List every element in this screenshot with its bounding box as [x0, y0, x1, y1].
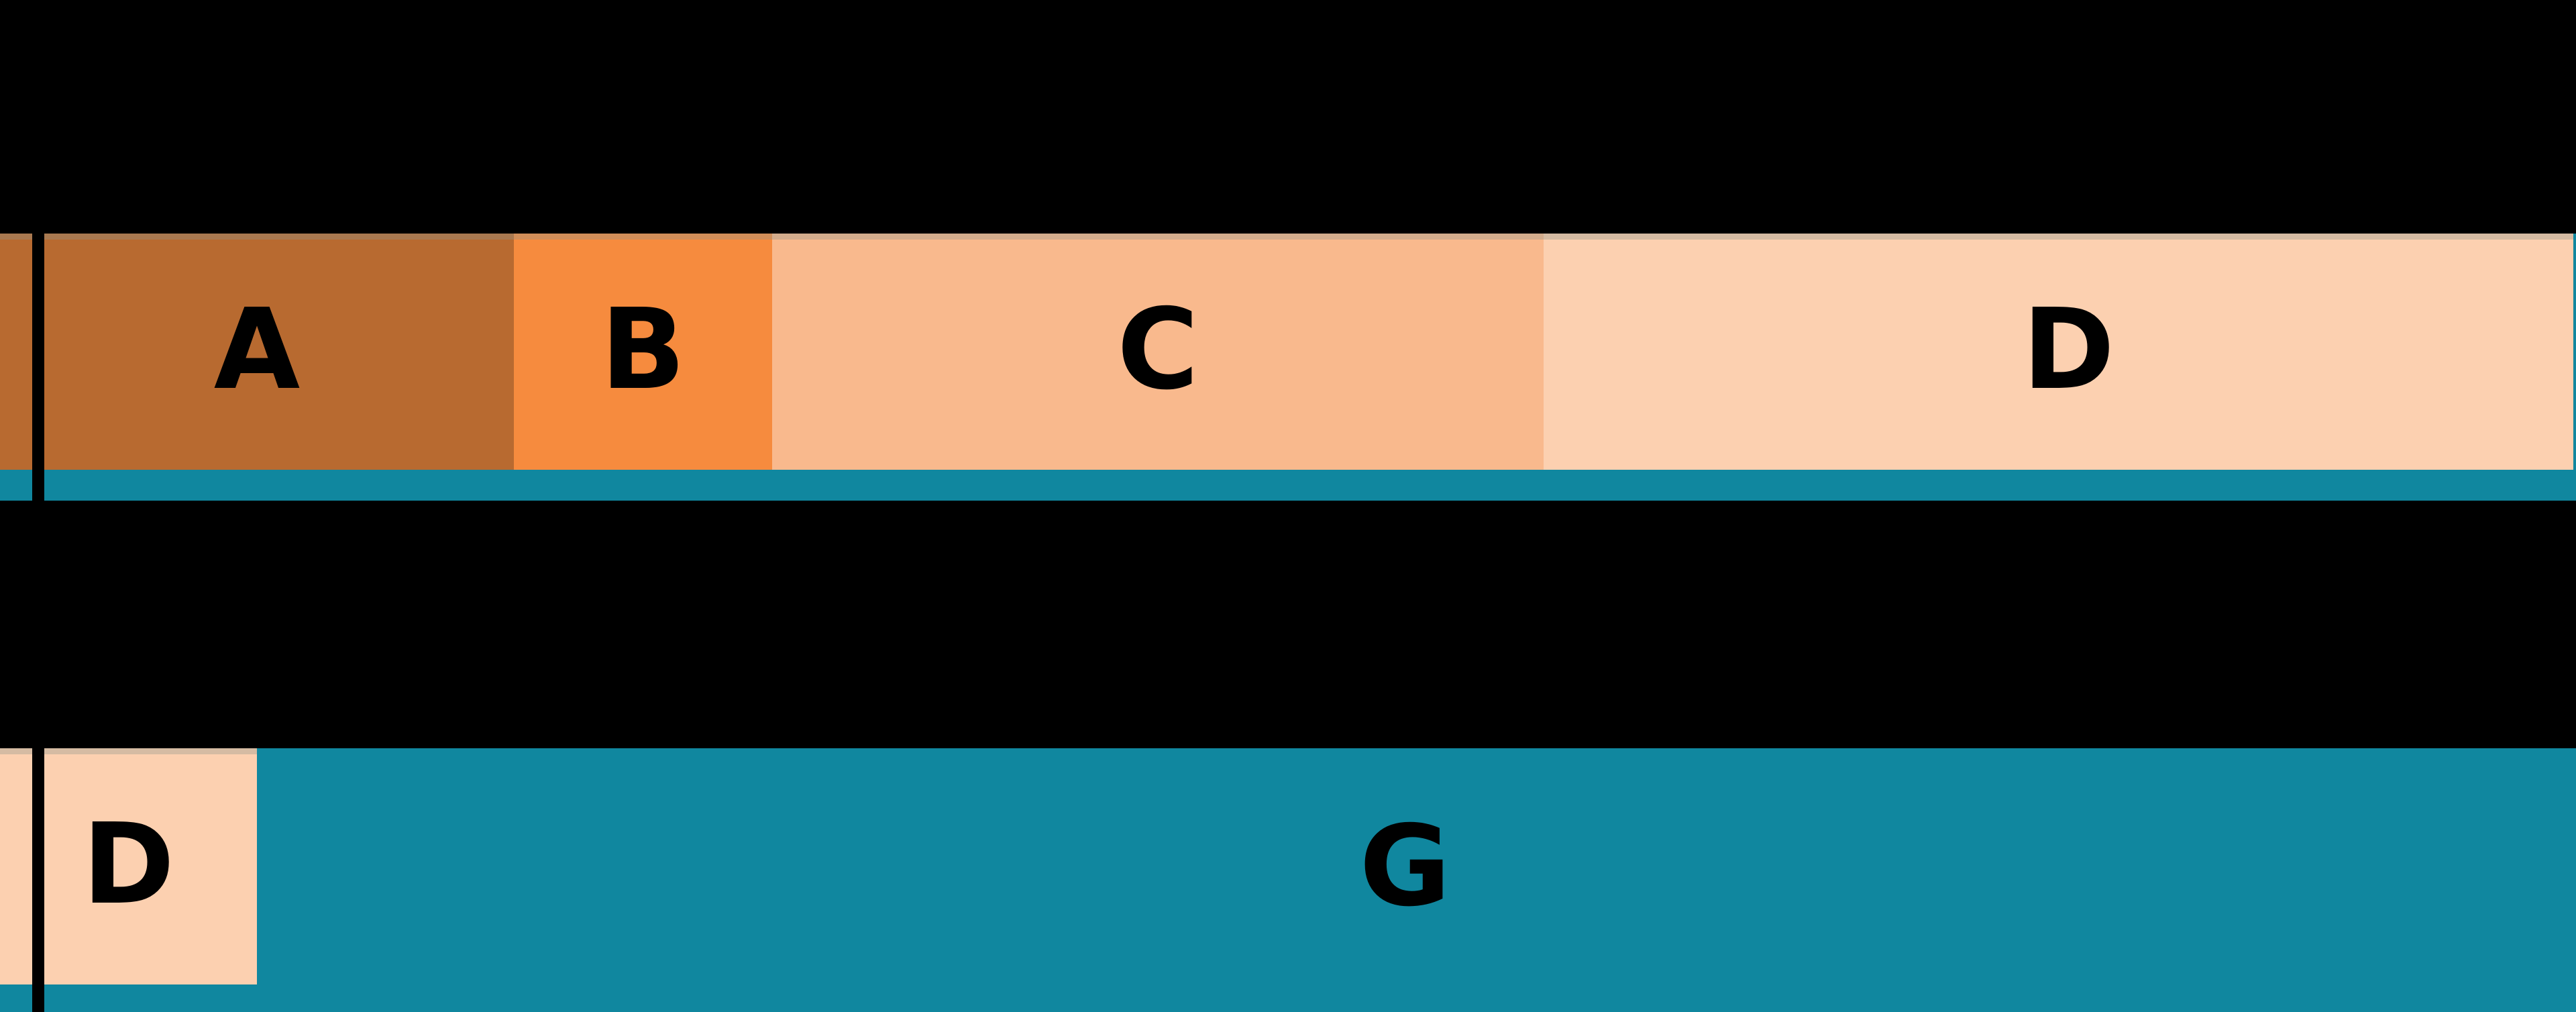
segment-B[interactable]: B — [514, 234, 772, 470]
segment-label: D — [82, 800, 175, 929]
segment-D[interactable]: D — [1544, 234, 2573, 470]
segment-label: D — [2022, 285, 2115, 415]
segment-label: C — [1117, 285, 1199, 415]
track-lane-2: D G — [0, 748, 2576, 1012]
segment-A[interactable]: A — [0, 234, 514, 470]
segment-label: G — [1359, 801, 1451, 931]
playhead-line — [37, 234, 40, 1012]
segment-G[interactable]: G — [257, 748, 2576, 1012]
segment-label: A — [213, 285, 301, 415]
segment-C[interactable]: C — [772, 234, 1544, 470]
playhead[interactable] — [32, 234, 44, 1012]
track-lane-1: A B C D — [0, 234, 2576, 501]
segment-label: B — [600, 285, 686, 415]
